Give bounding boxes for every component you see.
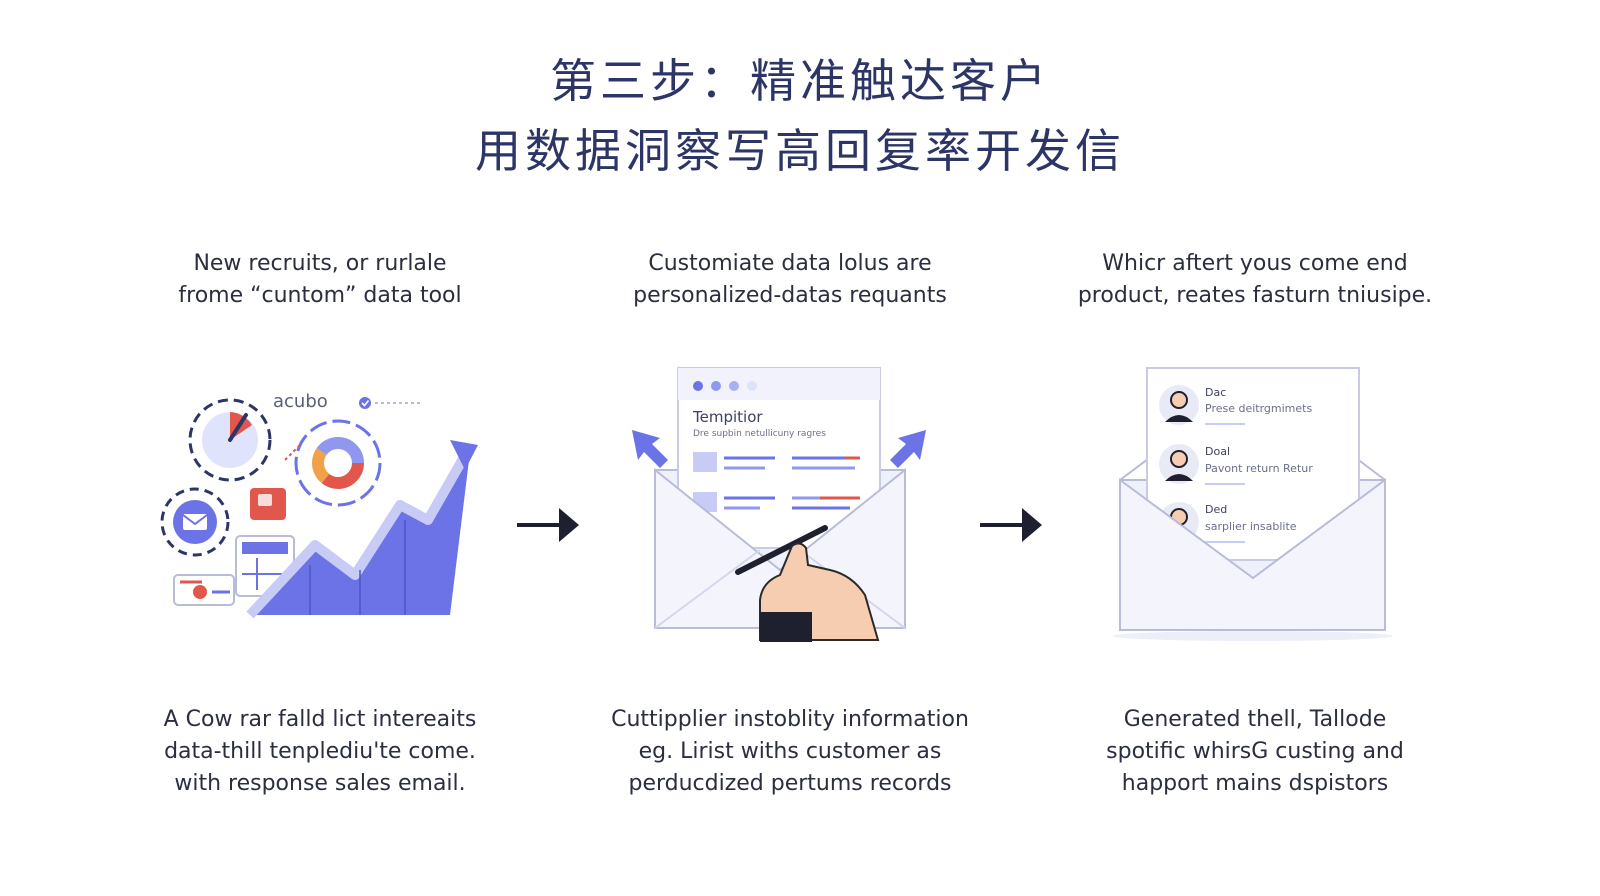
step-1-caption-line: data-thill tenplediu'te come. bbox=[164, 739, 476, 764]
contact-detail: Prese deitrgmimets bbox=[1205, 402, 1312, 415]
check-icon bbox=[359, 397, 420, 409]
step-2-description-line: Customiate data lolus are bbox=[648, 251, 932, 276]
step-arrow-icon bbox=[980, 508, 1042, 542]
step-3-caption-line: spotific whirsG custing and bbox=[1106, 739, 1404, 764]
step-1-caption: A Cow rar falld lict intereaits data-thi… bbox=[110, 704, 530, 800]
page-title: 第三步：精准触达客户 bbox=[550, 54, 1050, 108]
mail-icon bbox=[160, 487, 230, 557]
contact-name: Ded bbox=[1205, 503, 1227, 516]
letter-subtitle: Dre supbin netullicuny ragres bbox=[693, 429, 826, 439]
contact-detail: Pavont return Retur bbox=[1205, 462, 1313, 475]
growth-chart-icon bbox=[246, 440, 478, 619]
data-analytics-illustration: acubo bbox=[160, 391, 478, 619]
step-1-description: New recruits, or rurlale frome “cuntom” … bbox=[110, 248, 530, 312]
arrow-left-icon bbox=[632, 430, 668, 468]
step-3-description-line: Whicr aftert yous come end bbox=[1102, 251, 1408, 276]
donut-chart-icon bbox=[294, 419, 382, 507]
widget-label: acubo bbox=[273, 391, 328, 412]
step-1-caption-line: with response sales email. bbox=[174, 771, 466, 796]
step-arrow-icon bbox=[517, 508, 579, 542]
step-3-caption-line: Generated thell, Tallode bbox=[1123, 707, 1387, 732]
step-2-caption: Cuttipplier instoblity information eg. L… bbox=[580, 704, 1000, 800]
personalized-letter-illustration: Tempitior Dre supbin netullicuny ragres bbox=[632, 367, 926, 642]
customer-contacts-illustration: Dac Prese deitrgmimets Doal Pavont retur… bbox=[1113, 367, 1393, 641]
step-3-caption: Generated thell, Tallode spotific whirsG… bbox=[1045, 704, 1465, 800]
step-3-caption-line: happort mains dspistors bbox=[1121, 771, 1389, 796]
step-1-description-line: frome “cuntom” data tool bbox=[178, 283, 462, 308]
step-1-caption-line: A Cow rar falld lict intereaits bbox=[163, 707, 477, 732]
contact-item: Doal Pavont return Retur bbox=[1159, 444, 1313, 485]
step-2-description: Customiate data lolus are personalized-d… bbox=[580, 248, 1000, 312]
letter-title: Tempitior bbox=[692, 408, 763, 426]
contact-detail: sarplier insablite bbox=[1205, 520, 1297, 533]
form-card-icon bbox=[173, 574, 235, 606]
gauge-icon bbox=[188, 398, 272, 482]
page-subtitle: 用数据洞察写高回复率开发信 bbox=[475, 124, 1125, 178]
contact-name: Doal bbox=[1205, 445, 1230, 458]
contact-name: Dac bbox=[1205, 386, 1226, 399]
step-3-description: Whicr aftert yous come end product, reat… bbox=[1045, 248, 1465, 312]
arrow-right-icon bbox=[890, 430, 926, 468]
step-2-caption-line: perducdized pertums records bbox=[628, 771, 952, 796]
step-3-description-line: product, reates fasturn tniusipe. bbox=[1077, 283, 1433, 308]
document-icon bbox=[250, 488, 286, 520]
hand-pen-icon bbox=[735, 525, 880, 642]
step-2-caption-line: eg. Lirist withs customer as bbox=[638, 739, 942, 764]
step-2-caption-line: Cuttipplier instoblity information bbox=[611, 707, 969, 732]
step-2-description-line: personalized-datas requants bbox=[633, 283, 947, 308]
step-1-description-line: New recruits, or rurlale bbox=[193, 251, 447, 276]
contact-item: Dac Prese deitrgmimets bbox=[1159, 385, 1312, 425]
